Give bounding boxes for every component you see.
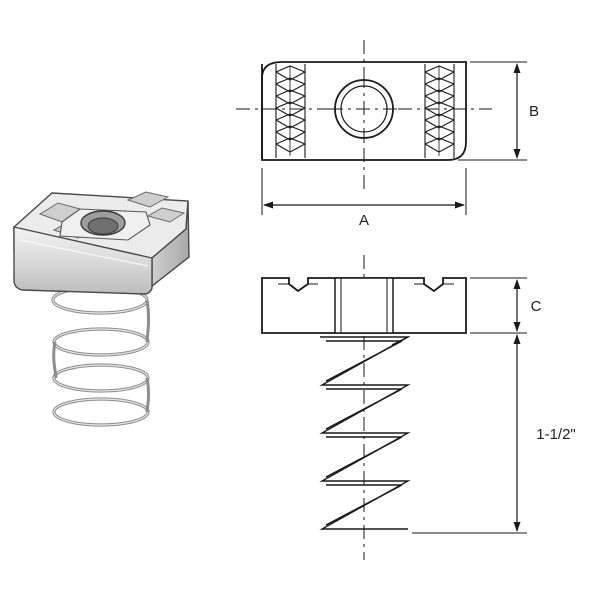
spring-3d: [51, 285, 150, 427]
dimension-c: C: [470, 277, 542, 334]
dimension-b: B: [458, 61, 539, 161]
right-serration: [424, 64, 455, 158]
top-view: A B: [236, 40, 539, 229]
left-serration: [275, 64, 306, 158]
dimension-b-label: B: [529, 103, 539, 120]
dimension-a-label: A: [359, 212, 369, 229]
side-view-threaded-bore: [334, 277, 394, 334]
perspective-illustration: [13, 191, 190, 427]
side-view: C 1-1/2": [261, 255, 576, 560]
dimension-a: A: [261, 168, 467, 229]
side-view-spring: [319, 336, 411, 530]
dimension-c-label: C: [531, 298, 542, 315]
channel-nut-3d: [13, 191, 190, 295]
dimension-spring-length-label: 1-1/2": [536, 426, 576, 443]
dimension-spring-length: 1-1/2": [412, 334, 576, 534]
top-view-outline: [261, 61, 467, 161]
